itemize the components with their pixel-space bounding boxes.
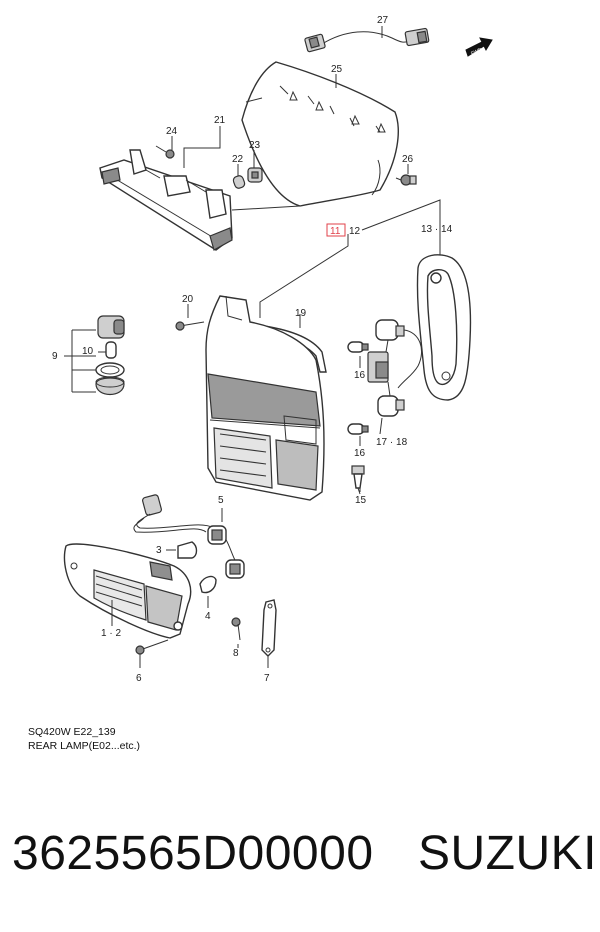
- bulb-16-upper: [347, 341, 369, 353]
- callout-10: 10: [82, 346, 94, 357]
- bottom-leader-lines: [111, 600, 239, 648]
- caption-model-code: SQ420W E22_139: [28, 726, 116, 738]
- bulb-3: [177, 541, 198, 559]
- callout-7: 7: [264, 673, 270, 684]
- leader-13-14: [361, 199, 441, 262]
- callout-22: 22: [232, 154, 244, 165]
- leader-11-12: [259, 234, 349, 318]
- part-number-band: [0, 780, 600, 932]
- rear-combination-lamp-11-12: [205, 295, 325, 501]
- callout-26: 26: [402, 154, 414, 165]
- callout-16-upper: 16: [354, 370, 366, 381]
- part-number: 3625565D00000: [12, 827, 374, 880]
- callout-8: 8: [233, 648, 239, 659]
- callout-19: 19: [295, 308, 307, 319]
- callout-16-lower: 16: [354, 448, 366, 459]
- callout-6: 6: [136, 673, 142, 684]
- bulb-22: [232, 175, 246, 189]
- callout-21: 21: [214, 115, 226, 126]
- bracket-7: [261, 599, 277, 668]
- bumper-lamp-harness-5: [133, 494, 245, 579]
- connector-harness-27: [304, 27, 430, 53]
- callout-4: 4: [205, 611, 211, 622]
- callout-20: 20: [182, 294, 194, 305]
- caption-title: REAR LAMP(E02...etc.): [28, 740, 141, 752]
- callout-11: 11: [330, 226, 341, 237]
- callout-17-18: 17 · 18: [376, 437, 408, 448]
- callout-15: 15: [355, 495, 367, 506]
- socket-harness-17-18: [367, 319, 422, 417]
- callout-24: 24: [166, 126, 178, 137]
- callout-1-2: 1 · 2: [101, 628, 121, 639]
- middle-leader-lines: [187, 304, 383, 492]
- screw-24: [155, 145, 175, 159]
- brand-name: SUZUKI: [418, 827, 598, 880]
- screw-20: [175, 321, 205, 331]
- callout-3: 3: [156, 545, 162, 556]
- callout-23: 23: [249, 140, 261, 151]
- exploded-parts-diagram: FWD: [52, 15, 493, 684]
- top-leader-lines: [171, 26, 409, 176]
- lamp-cover-25: [241, 61, 399, 207]
- bulb-4: [199, 575, 217, 608]
- bumper-lamp-1-2: [63, 543, 192, 639]
- callout-13-14: 13 · 14: [421, 224, 453, 235]
- highlight-box-11: [326, 223, 346, 237]
- fwd-label: FWD: [470, 47, 483, 57]
- callout-25: 25: [331, 64, 343, 75]
- screw-8: [231, 617, 241, 641]
- gasket-13-14: [416, 254, 472, 401]
- high-mount-lamp-body-21: [99, 149, 301, 251]
- fwd-arrow-icon: FWD: [465, 37, 493, 57]
- callout-5: 5: [218, 495, 224, 506]
- callout-27: 27: [377, 15, 389, 26]
- callout-9: 9: [52, 351, 58, 362]
- socket-cover-group-9-10: [64, 315, 125, 396]
- socket-23: [247, 167, 263, 183]
- screw-6: [135, 639, 169, 668]
- callout-12: 12: [349, 226, 361, 237]
- bolt-26: [395, 174, 417, 186]
- bulb-16-lower: [347, 423, 369, 435]
- clip-15: [351, 465, 365, 495]
